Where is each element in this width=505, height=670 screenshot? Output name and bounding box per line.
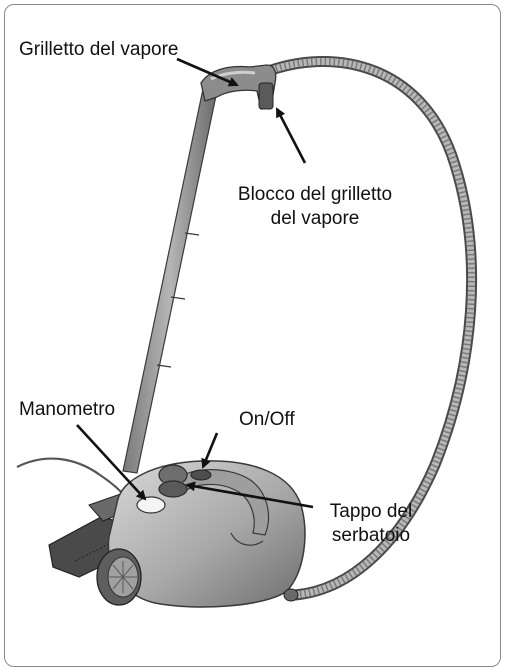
label-tank-cap-line1: Tappo del	[311, 500, 431, 524]
label-tank-cap: Tappo del serbatoio	[311, 500, 431, 548]
steam-cleaner-illustration	[5, 5, 501, 667]
front-wheel	[97, 549, 141, 605]
arrow-trigger-lock	[277, 109, 305, 163]
label-power-switch: On/Off	[239, 408, 295, 432]
label-tank-cap-line2: serbatoio	[311, 524, 431, 548]
label-trigger-lock-line2: del vapore	[205, 207, 425, 231]
label-trigger-lock: Blocco del grilletto del vapore	[205, 183, 425, 231]
diagram-frame: Grilletto del vapore Blocco del grillett…	[4, 4, 501, 667]
label-trigger-lock-line1: Blocco del grilletto	[205, 183, 425, 207]
label-steam-trigger: Grilletto del vapore	[19, 38, 178, 62]
label-pressure-gauge: Manometro	[19, 398, 115, 422]
handle-pole	[123, 89, 217, 473]
